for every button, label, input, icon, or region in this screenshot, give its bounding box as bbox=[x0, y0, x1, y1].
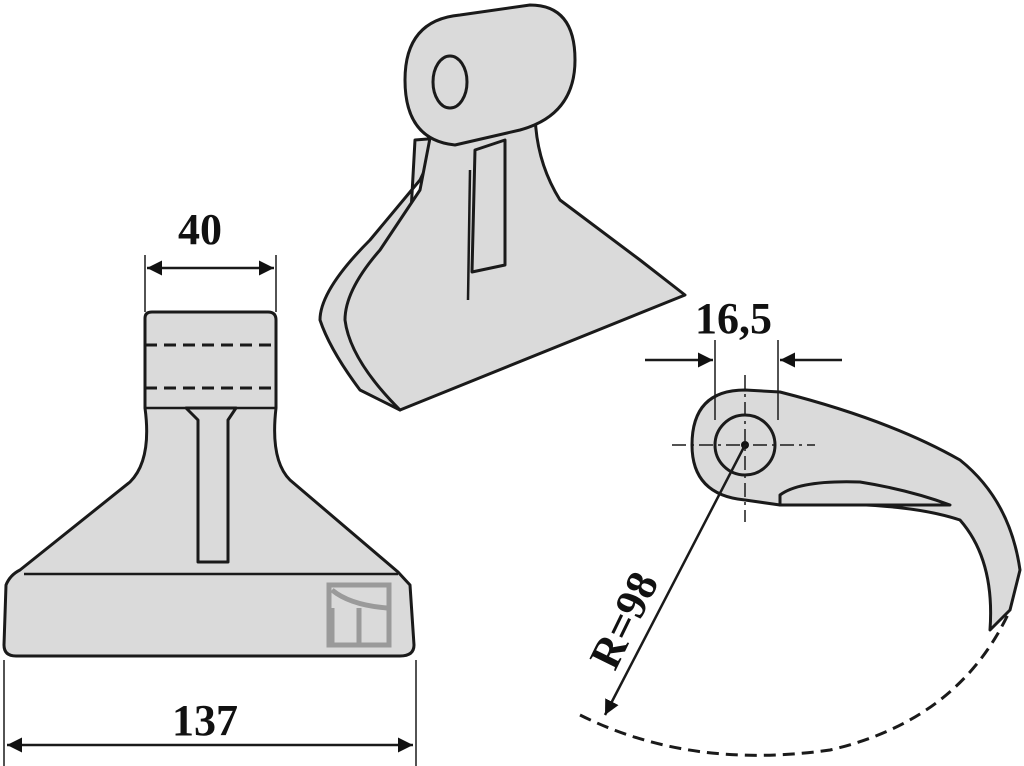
dimension-hole-diameter: 16,5 bbox=[695, 294, 772, 343]
perspective-view bbox=[318, 3, 687, 412]
side-view: R=98 16,5 bbox=[579, 294, 1022, 757]
front-view: 40 137 bbox=[2, 205, 417, 766]
dimension-width-bottom: 137 bbox=[172, 696, 238, 745]
brand-logo bbox=[326, 582, 392, 648]
dimension-width-top: 40 bbox=[178, 205, 222, 254]
